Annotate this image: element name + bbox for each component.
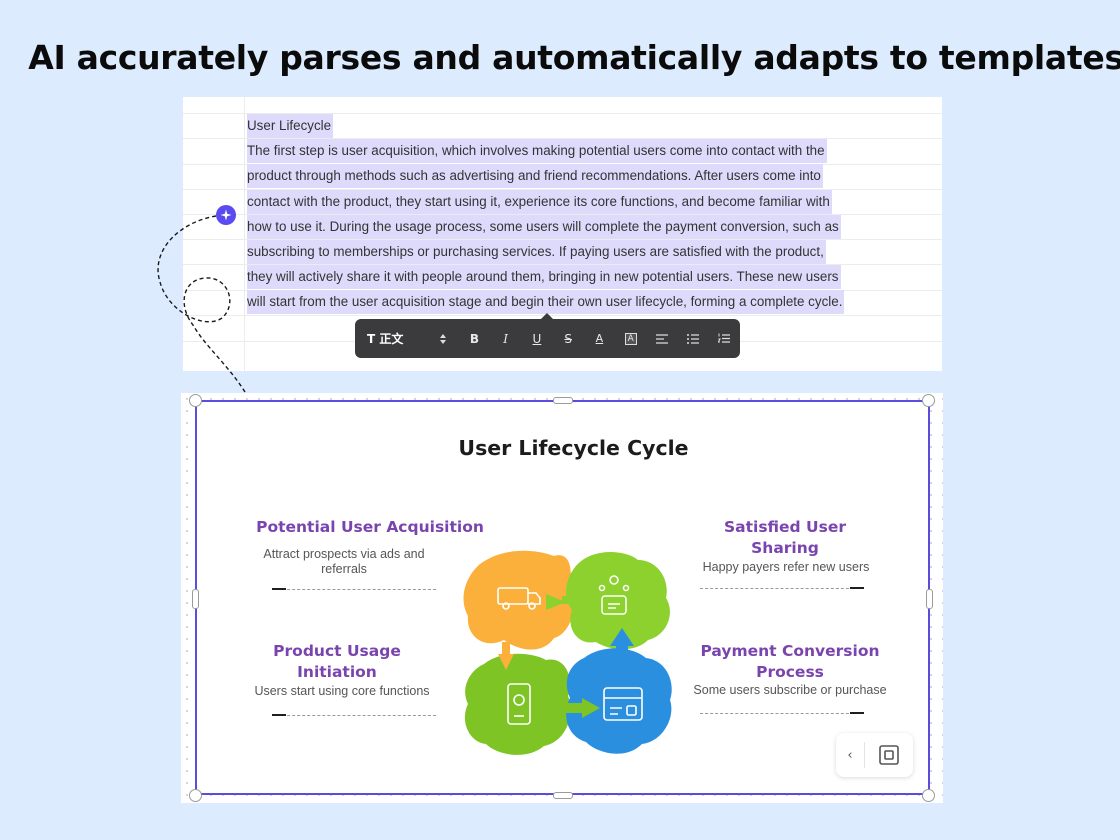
chevron-left-icon[interactable]: ‹	[847, 747, 853, 763]
stage-divider	[272, 714, 436, 716]
payment-card-icon	[603, 687, 643, 721]
stage-title-sharing-line1: Satisfied User	[723, 518, 847, 536]
italic-icon[interactable]: I	[503, 331, 509, 346]
ai-sparkle-icon[interactable]	[216, 205, 236, 225]
underline-icon[interactable]: U	[532, 331, 542, 346]
blob-payment	[566, 648, 672, 754]
stage-desc-sharing: Happy payers refer new users	[702, 560, 870, 574]
arrow-sharing-to-acquisition	[546, 594, 566, 610]
resize-handle-bottom-left[interactable]	[189, 789, 202, 802]
stage-title-payment-line1: Payment Conversion	[700, 642, 880, 660]
resize-handle-bottom[interactable]	[553, 792, 573, 799]
highlight-glyph: A	[624, 332, 637, 345]
user-network-icon	[598, 575, 630, 615]
arrow-usage-to-payment	[582, 698, 600, 718]
stage-desc-acquisition: Attract prospects via ads and referrals	[263, 547, 425, 576]
align-left-icon[interactable]	[646, 319, 677, 358]
stage-title-payment-line2: Process	[756, 663, 824, 681]
stage-title-usage: Product Usage Initiation	[246, 641, 428, 683]
truck-icon	[497, 587, 541, 610]
stage-divider	[272, 588, 436, 590]
doc-line[interactable]: product through methods such as advertis…	[247, 163, 844, 189]
numbered-list-icon[interactable]	[709, 319, 740, 358]
resize-handle-right[interactable]	[926, 589, 933, 609]
bold-icon[interactable]: B	[469, 331, 479, 346]
doc-line[interactable]: The first step is user acquisition, whic…	[247, 138, 844, 164]
page-headline: AI accurately parses and automatically a…	[28, 38, 1120, 77]
arrow-acquisition-to-usage	[498, 654, 514, 670]
doc-line[interactable]: will start from the user acquisition sta…	[247, 289, 845, 315]
resize-handle-top-right[interactable]	[922, 394, 935, 407]
stage-divider	[700, 712, 864, 714]
selected-paragraph[interactable]: User Lifecycle The first step is user ac…	[247, 113, 845, 315]
font-color-icon[interactable]: A	[595, 332, 604, 345]
stage-title-payment: Payment Conversion Process	[690, 641, 890, 683]
strikethrough-icon[interactable]: S	[564, 331, 572, 346]
doc-line-heading[interactable]: User Lifecycle	[247, 113, 844, 138]
doc-line[interactable]: they will actively share it with people …	[247, 264, 844, 290]
bullet-list-icon[interactable]	[678, 319, 709, 358]
stage-title-sharing: Satisfied User Sharing	[695, 517, 875, 559]
blob-sharing	[566, 552, 670, 650]
document-editor[interactable]: User Lifecycle The first step is user ac…	[183, 97, 942, 371]
blob-acquisition	[463, 550, 573, 650]
resize-handle-top-left[interactable]	[189, 394, 202, 407]
highlight-icon[interactable]: A	[615, 319, 646, 358]
stage-title-sharing-line2: Sharing	[751, 539, 819, 557]
stage-title-usage-line1: Product Usage	[273, 642, 401, 660]
resize-handle-top[interactable]	[553, 397, 573, 404]
doc-line[interactable]: how to use it. During the usage process,…	[247, 214, 844, 239]
doc-line[interactable]: subscribing to memberships or purchasing…	[247, 239, 844, 264]
stage-divider	[700, 587, 864, 589]
updown-arrows-icon[interactable]	[428, 319, 459, 358]
resize-handle-left[interactable]	[192, 589, 199, 609]
text-style-select[interactable]: T 正文	[367, 332, 404, 346]
fit-screen-icon[interactable]	[865, 744, 913, 766]
stage-desc-payment: Some users subscribe or purchase	[693, 683, 887, 697]
stage-desc-usage: Users start using core functions	[254, 684, 430, 698]
stage-title-acquisition: Potential User Acquisition	[256, 518, 484, 536]
canvas-nav-widget: ‹	[836, 733, 913, 777]
doc-line[interactable]: contact with the product, they start usi…	[247, 189, 844, 214]
mobile-phone-icon	[507, 683, 531, 725]
stage-title-usage-line2: Initiation	[297, 663, 377, 681]
lifecycle-graphic	[463, 550, 672, 755]
template-title: User Lifecycle Cycle	[458, 436, 689, 460]
format-toolbar: T 正文 B I U S A A	[355, 313, 740, 358]
resize-handle-bottom-right[interactable]	[922, 789, 935, 802]
arrow-payment-to-sharing	[610, 628, 634, 646]
